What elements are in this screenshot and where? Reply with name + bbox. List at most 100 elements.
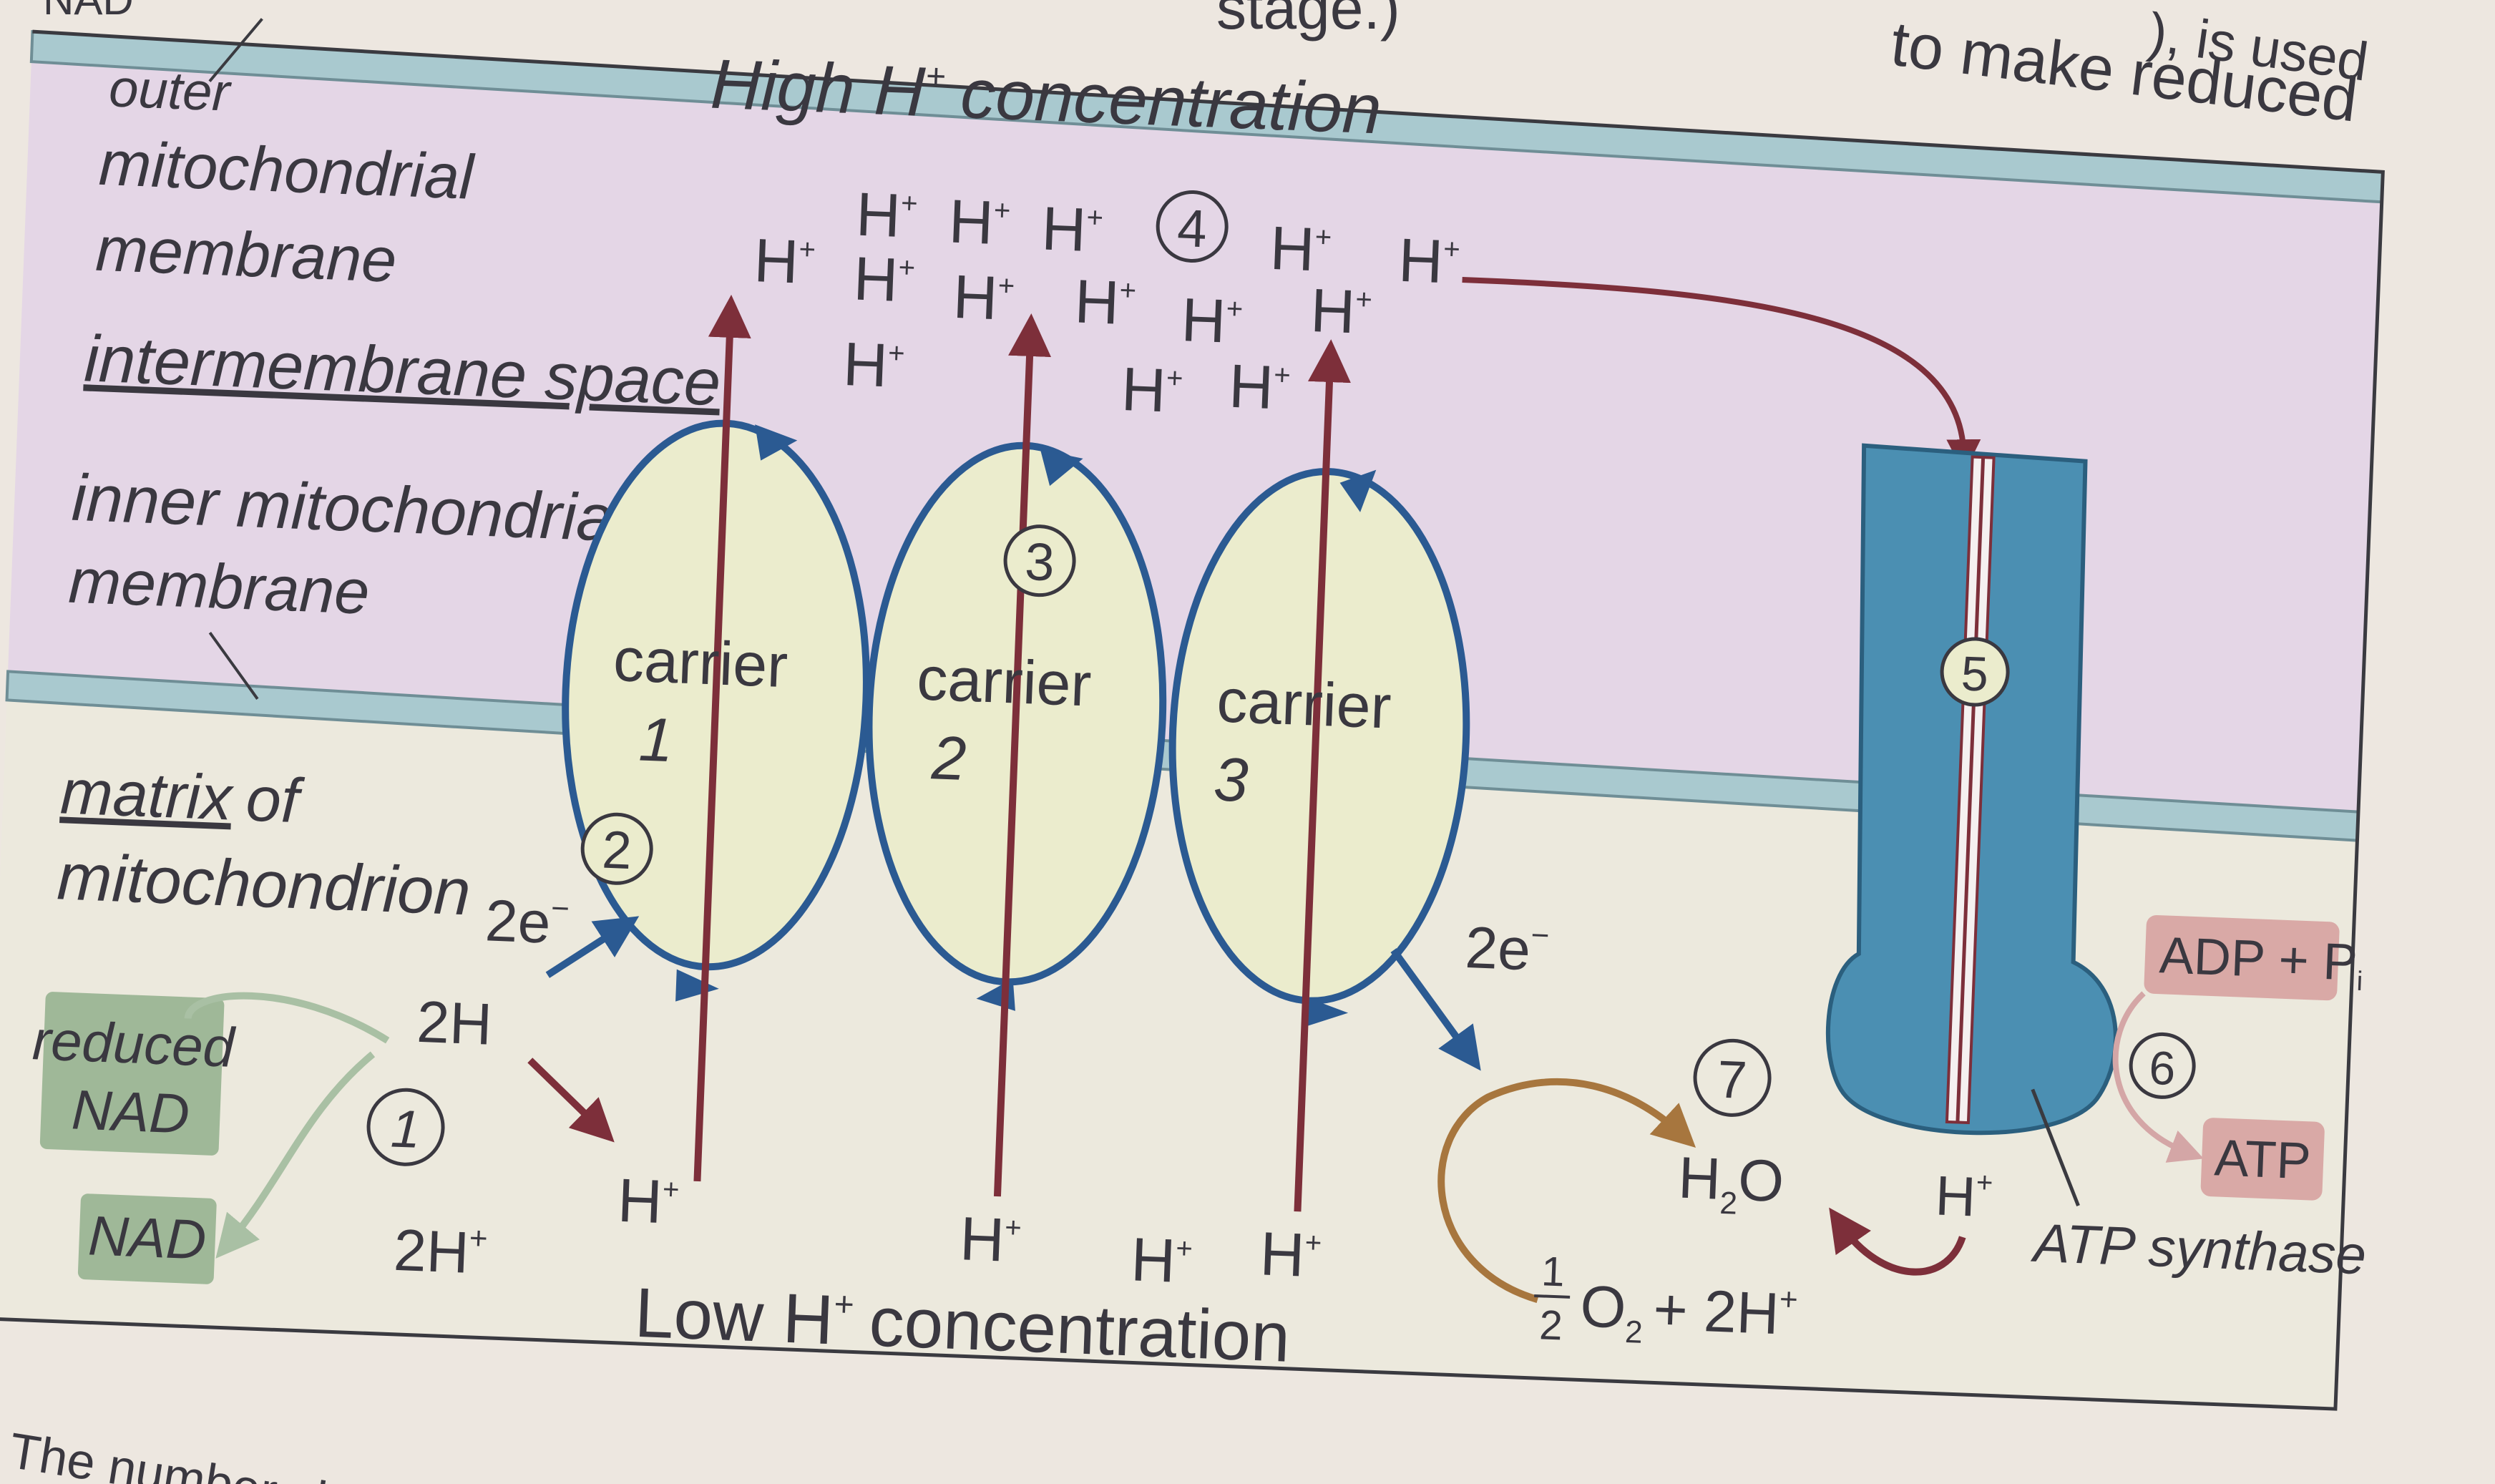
half-denominator: 2 xyxy=(1538,1302,1563,1349)
nad-label: NAD xyxy=(87,1204,207,1271)
carrier-1-flow-arrow-top xyxy=(755,424,798,461)
low-concentration-label: Low H+concentration xyxy=(633,1273,1292,1377)
proton-h: H+ xyxy=(947,187,1011,258)
step-5-number: 5 xyxy=(1961,646,1990,701)
matrix-proton-h: H+ xyxy=(959,1204,1022,1275)
proton-h: H+ xyxy=(1073,267,1137,338)
electron-in-label: 2e− xyxy=(484,888,570,956)
step-4-number: 4 xyxy=(1176,198,1208,259)
nad-cycle-arrow-top xyxy=(184,992,390,1044)
top-fragment-center: stage.) xyxy=(1216,0,1400,42)
carrier-2-number: 2 xyxy=(930,723,967,794)
proton-h: H+ xyxy=(842,330,906,401)
proton-arrow-carrier-2 xyxy=(993,313,1052,1197)
outer-membrane-label-line1: outer xyxy=(108,58,233,122)
inner-membrane-pointer xyxy=(208,632,259,700)
proton-h: H+ xyxy=(1180,285,1244,356)
water-label: H2O xyxy=(1676,1146,1784,1224)
electron-out-arrow xyxy=(1390,948,1481,1071)
atp-synthase-pointer xyxy=(2031,1088,2080,1206)
proton-arrow-carrier-1 xyxy=(693,294,751,1182)
proton-h: H+ xyxy=(1309,276,1373,347)
high-conc-prefix: High H xyxy=(709,44,927,131)
step-5-circle xyxy=(1940,637,2010,707)
two-h-arrow xyxy=(527,1058,615,1143)
step-7-circle xyxy=(1693,1038,1772,1117)
proton-h: H+ xyxy=(1120,355,1184,426)
half-fraction-bar xyxy=(1534,1294,1571,1299)
carrier-1-number: 1 xyxy=(638,705,674,775)
two-h-plus-label: 2H+ xyxy=(393,1218,489,1287)
atp-synthase-label: ATP synthase xyxy=(2030,1213,2368,1287)
matrix-proton-h: H+ xyxy=(1259,1219,1322,1290)
carrier-2-label: carrier xyxy=(916,644,1093,719)
proton-arrow-carrier-3 xyxy=(1294,339,1351,1212)
reduced-nad-line2: NAD xyxy=(71,1078,191,1145)
step-7-number: 7 xyxy=(1717,1050,1748,1110)
oxygen-to-water-arrow xyxy=(1437,1078,1696,1303)
adp-pi-label: ADP + Pi xyxy=(2158,927,2364,997)
carrier-3-label: carrier xyxy=(1216,666,1392,741)
two-h-label: 2H xyxy=(416,990,493,1058)
oxygen-equation: 1 2 O2+ 2H+ xyxy=(1534,1248,1799,1356)
matrix-of-word: of xyxy=(245,763,306,836)
synthase-proton-label: H+ xyxy=(1934,1163,1993,1229)
step-6-circle xyxy=(2129,1032,2196,1099)
matrix-word: matrix xyxy=(59,756,235,833)
proton-flow-to-synthase-arrow xyxy=(1462,277,1981,474)
top-fragment-left: NAD xyxy=(43,0,134,24)
carrier-2-flow-arrow-top xyxy=(1040,449,1083,487)
electron-in-arrow xyxy=(545,916,640,978)
atp-box xyxy=(2200,1118,2325,1201)
proton-h: H+ xyxy=(1269,214,1332,285)
carrier-1-flow-arrow-bottom xyxy=(675,969,719,1002)
step-6-number: 6 xyxy=(2148,1041,2177,1095)
reduced-nad-box xyxy=(39,992,225,1156)
proton-h: H+ xyxy=(852,244,916,315)
step-2-circle xyxy=(580,812,653,885)
atp-synthase-proton-path xyxy=(1956,457,1986,1123)
reduced-nad-line1: reduced xyxy=(31,1008,238,1079)
adp-pi-box xyxy=(2144,914,2340,1001)
atp-formation-arrow xyxy=(2112,991,2204,1163)
high-concentration-label: High H+concentration xyxy=(709,44,1383,149)
matrix-label-line2: mitochondrion xyxy=(56,840,472,929)
proton-h: H+ xyxy=(1228,352,1292,423)
synthase-proton-to-water-arrow xyxy=(1829,1207,1966,1276)
electron-out-label: 2e− xyxy=(1464,915,1550,983)
matrix-region xyxy=(0,696,2358,1410)
diagram-frame xyxy=(0,29,2385,1411)
nad-cycle-arrow-bottom xyxy=(215,1051,376,1259)
carrier-1-label: carrier xyxy=(612,625,789,700)
matrix-proton-h: H+ xyxy=(616,1166,680,1237)
matrix-proton-h: H+ xyxy=(1130,1225,1193,1296)
step-3-number: 3 xyxy=(1024,532,1055,592)
oxygen-formula: O2+ 2H+ xyxy=(1578,1274,1798,1356)
inner-membrane-label-line2: membrane xyxy=(67,545,371,628)
outer-membrane-label-line3: membrane xyxy=(94,213,398,296)
proton-h: H+ xyxy=(753,226,816,297)
half-numerator: 1 xyxy=(1541,1248,1566,1295)
atp-label: ATP xyxy=(2213,1129,2312,1190)
diagram-body: outer mitochondrial membrane intermembra… xyxy=(0,18,2385,1411)
proton-h: H+ xyxy=(1040,194,1104,265)
step-3-circle xyxy=(1003,524,1076,597)
carrier-3-flow-arrow-top xyxy=(1339,469,1377,512)
step-1-circle xyxy=(366,1088,445,1166)
proton-h: H+ xyxy=(1397,226,1461,297)
step-1-number: 1 xyxy=(390,1098,421,1159)
step-2-number: 2 xyxy=(601,820,633,881)
proton-h: H+ xyxy=(952,263,1015,333)
high-conc-suffix: concentration xyxy=(960,54,1383,149)
outer-membrane-pointer xyxy=(208,18,263,82)
proton-h: H+ xyxy=(855,180,919,251)
proton-cloud: H+ H+ H+ H+ H+ H+ H+ H+ H+ H+ H+ H+ H+ H… xyxy=(753,180,1461,426)
matrix-protons: H+ H+ H+ H+ xyxy=(616,1166,1322,1296)
step-4-circle xyxy=(1156,190,1229,263)
outer-membrane-label-line2: mitochondrial xyxy=(98,127,477,213)
carrier-3-number: 3 xyxy=(1213,745,1250,815)
carrier-3-flow-arrow-bottom xyxy=(1305,997,1349,1026)
